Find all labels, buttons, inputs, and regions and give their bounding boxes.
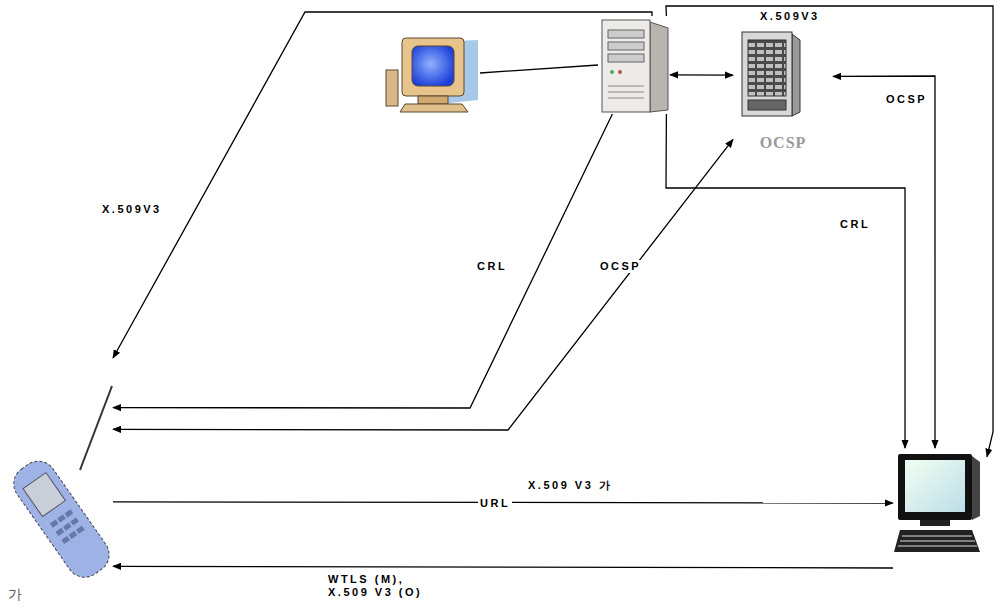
edge-label: CRL [475,260,509,273]
mobile-phone-node: 가 [5,358,113,604]
edge-label: X.509 V3 가 [528,479,612,492]
server-node [598,16,670,114]
connector-arrow [113,114,612,408]
server-icon [602,20,668,112]
node-label: OCSP [760,134,807,152]
connector-arrow [666,6,993,457]
pc-node [383,33,480,113]
connector-arrow [113,139,733,430]
terminal-icon [894,454,980,552]
edge-label: X.509V3 [760,10,820,23]
mobile-phone-icon [7,386,116,584]
ocsp-server-node: OCSP [733,26,833,152]
connector-arrow [113,566,893,568]
node-label: 가 [8,586,22,604]
connector-arrow [670,74,733,76]
note-label: URL [478,497,512,510]
edge-label: OCSP [598,260,643,273]
connector-arrow [833,76,935,448]
edge-label: WTLS (M), X.509 V3 (O) [328,573,440,599]
pc-icon [386,38,478,112]
connector-arrow [480,65,598,73]
connector-arrow [666,114,905,448]
edge-label: X.509V3 [100,203,164,216]
edge-label: CRL [838,218,872,231]
connector-arrow [113,12,652,358]
terminal-node [893,448,987,573]
ocsp-server-icon [742,32,800,116]
edge-label: OCSP [884,93,929,106]
